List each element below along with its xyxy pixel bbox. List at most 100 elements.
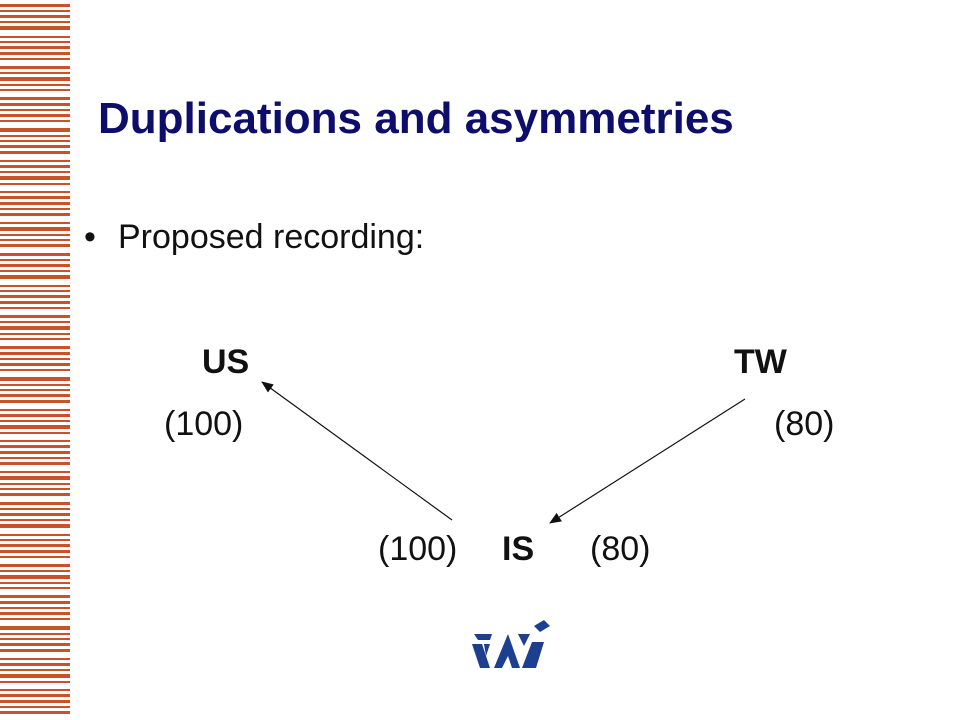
stripe [0,519,70,521]
stripe [0,120,70,122]
node-is-left-value: (100) [378,530,458,568]
stripe [0,358,70,360]
stripe [0,363,70,366]
stripe [0,539,70,541]
stripe [0,140,70,142]
stripe [0,46,70,49]
stripe [0,321,70,323]
node-is-label: IS [502,530,535,568]
node-us-value: (100) [164,405,244,443]
stripe [0,488,70,490]
stripe [0,476,70,480]
stripe [0,41,70,43]
stripe [0,270,70,272]
stripe [0,333,70,335]
stripe [0,425,70,429]
stripe [0,165,70,168]
node-tw-label: TW [734,343,787,381]
stripe [0,389,70,391]
bullet-text: Proposed recording: [118,218,425,256]
stripe [0,244,70,247]
stripe [0,227,70,231]
stripe [0,432,70,434]
node-tw-value: (80) [774,405,835,443]
stripe [0,626,70,630]
stripe [0,295,70,298]
stripe [0,643,70,646]
stripe [0,264,70,267]
stripe [0,84,70,86]
stripe [0,369,70,371]
stripe [0,222,70,224]
stripe [0,681,70,683]
stripe [0,618,70,620]
stripe [0,196,70,199]
stripe [0,275,70,279]
stripe [0,191,70,193]
stripe [0,36,70,38]
stripe [0,638,70,640]
stripe [0,135,70,137]
stripe [0,346,70,349]
stripe [0,326,70,330]
stripe [0,26,70,30]
stripe [0,471,70,473]
bullet-item: •Proposed recording: [84,218,424,257]
stripe [0,290,70,292]
stripe [0,582,70,584]
stripe [0,524,70,528]
stripe [0,414,70,417]
stripe [0,4,70,7]
stripe [0,239,70,241]
stripe [0,72,70,74]
stripe [0,21,70,23]
stripe [0,700,70,703]
stripe [0,601,70,604]
stripe [0,649,70,652]
stripe [0,513,70,516]
stripe [0,259,70,261]
stripe [0,160,70,162]
stripe [0,338,70,340]
stripe [0,128,70,132]
stripe [0,176,70,180]
decorative-stripe-band [0,4,70,714]
stripe [0,502,70,505]
stripe [0,658,70,660]
stripe [0,462,70,465]
arrow-tw-to-is [549,398,746,524]
stripe [0,352,70,355]
stripe [0,674,70,678]
stripe [0,534,70,536]
stripe [0,409,70,411]
stripe [0,575,70,579]
slide-title: Duplications and asymmetries [98,94,734,143]
stripe [0,400,70,403]
stripe [0,307,70,309]
stripe [0,508,70,510]
stripe [0,77,70,81]
stripe [0,213,70,216]
stripe [0,253,70,256]
stripe [0,612,70,615]
stripe [0,114,70,117]
stripe [0,595,70,598]
stripe [0,109,70,111]
stripe [0,544,70,547]
stripe [0,570,70,572]
stripe [0,208,70,210]
stripe [0,10,70,12]
stripe [0,607,70,609]
arrow-is-to-us [261,381,453,521]
stripe [0,151,70,154]
stripe [0,445,70,448]
stripe [0,285,70,287]
stripe [0,451,70,454]
stripe [0,66,70,69]
stripe [0,669,70,671]
stripe [0,301,70,304]
stripe [0,440,70,442]
stripe [0,550,70,553]
stripe [0,420,70,422]
stripe [0,377,70,381]
